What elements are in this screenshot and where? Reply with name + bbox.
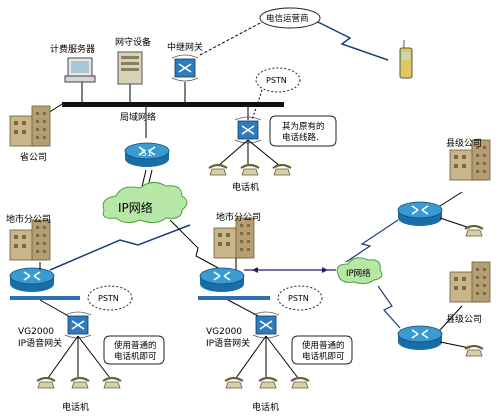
- normal-phone-mid-label: 使用普通的电话机即可: [302, 340, 345, 362]
- phone-icon: [223, 376, 245, 390]
- relay-gateway-label: 中继网关: [167, 41, 203, 53]
- phone-icon: [239, 163, 261, 177]
- phone-left-label: 电话机: [62, 401, 89, 413]
- cellphone-icon: [399, 40, 413, 79]
- router-icon: [9, 267, 55, 293]
- pstn-left-label: PSTN: [98, 294, 119, 303]
- phone-icon: [463, 344, 485, 358]
- phone-icon: [257, 376, 279, 390]
- ip-network-small-label: IP网络: [346, 268, 371, 279]
- billing-server-label: 计费服务器: [50, 43, 95, 55]
- phone-mid-label: 电话机: [252, 401, 279, 413]
- county-top-label: 县级公司: [446, 137, 482, 149]
- county-bottom-label: 县级公司: [446, 313, 482, 325]
- ip-network-main-label: IP网络: [118, 200, 153, 215]
- city-branch-left-label: 地市分公司: [6, 213, 51, 225]
- phone-icon: [101, 376, 123, 390]
- gateway-icon: [252, 311, 280, 339]
- existing-lines-label: 其为原有的电话线路.: [282, 121, 325, 143]
- phone-icon: [463, 224, 485, 238]
- pstn-mid-label: PSTN: [288, 294, 309, 303]
- phone-icon: [289, 376, 311, 390]
- province-company-label: 省公司: [20, 151, 47, 163]
- cloud-icon: [102, 182, 188, 224]
- phone-top-label: 电话机: [232, 181, 259, 193]
- phone-icon: [271, 163, 293, 177]
- telecom-operator-label: 电信运营商: [266, 13, 309, 24]
- router-icon: [199, 267, 245, 293]
- cloud-icon: [336, 257, 383, 285]
- building-icon: [449, 261, 491, 303]
- cloud-icon: [87, 285, 133, 311]
- building-icon: [9, 105, 51, 147]
- lan-bus: [62, 102, 284, 107]
- router-icon: [397, 201, 443, 227]
- gateway-icon: [171, 54, 199, 82]
- building-icon: [213, 217, 255, 259]
- lan-label: 局域网络: [120, 111, 156, 123]
- router-icon: [397, 325, 443, 351]
- normal-phone-left-label: 使用普通的电话机即可: [114, 340, 157, 362]
- phone-icon: [207, 163, 229, 177]
- city-branch-mid-label: 地市分公司: [216, 211, 261, 223]
- phone-icon: [69, 376, 91, 390]
- phone-icon: [35, 376, 57, 390]
- pc-icon: [64, 57, 96, 83]
- pstn-top-label: PSTN: [266, 76, 287, 85]
- cloud-icon: [277, 285, 323, 311]
- gateway-icon: [64, 311, 92, 339]
- gatekeeper-label: 网守设备: [115, 36, 151, 48]
- building-icon: [9, 219, 51, 261]
- gateway-icon: [234, 116, 262, 144]
- cloud-icon: [255, 67, 301, 93]
- server-icon: [117, 51, 143, 85]
- router-s1-label: S1: [141, 149, 152, 159]
